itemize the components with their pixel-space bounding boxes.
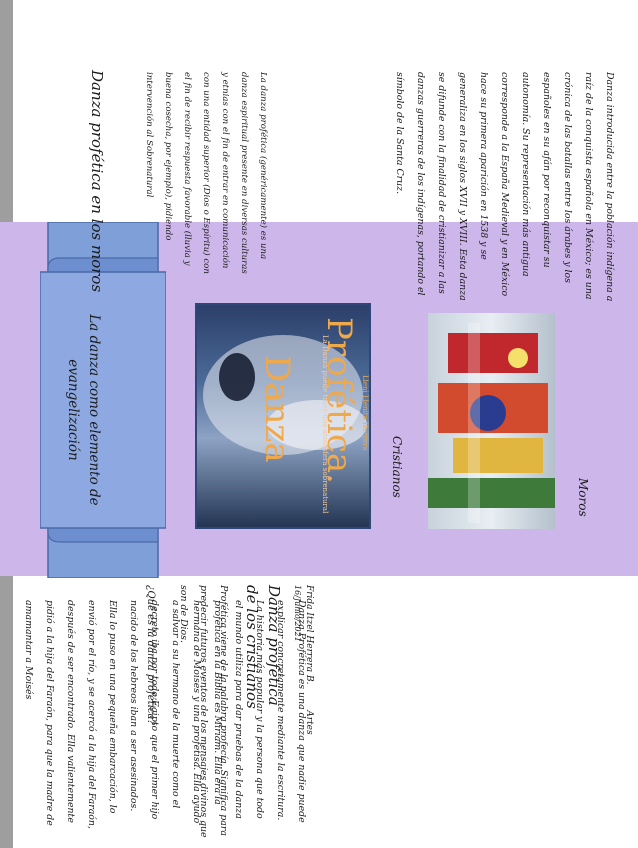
right-intro: La danza profética (genéricamente) es un… xyxy=(144,72,268,274)
cristianos-tagline: La Danza puede traer una atmósfera sobre… xyxy=(321,335,329,514)
moros-dancers xyxy=(428,323,555,523)
moros-caption: Moros xyxy=(576,478,590,517)
cristianos-caption: Cristianos xyxy=(390,436,404,498)
right-body: Danza introducida entre la población ind… xyxy=(394,72,615,302)
ribbon-banner xyxy=(40,222,166,578)
cristianos-line1: Danza xyxy=(257,355,297,463)
dancer-figure xyxy=(203,335,367,455)
cristianos-credit: Lleni Llenita Herrera xyxy=(361,375,369,451)
moros-image xyxy=(428,313,555,529)
cristianos-image: Danza Profética. La Danza puede traer un… xyxy=(195,303,371,529)
left-body: Danza Profética es una danza que nadie p… xyxy=(23,600,307,829)
right-title: Danza profética en los moros xyxy=(88,70,106,293)
